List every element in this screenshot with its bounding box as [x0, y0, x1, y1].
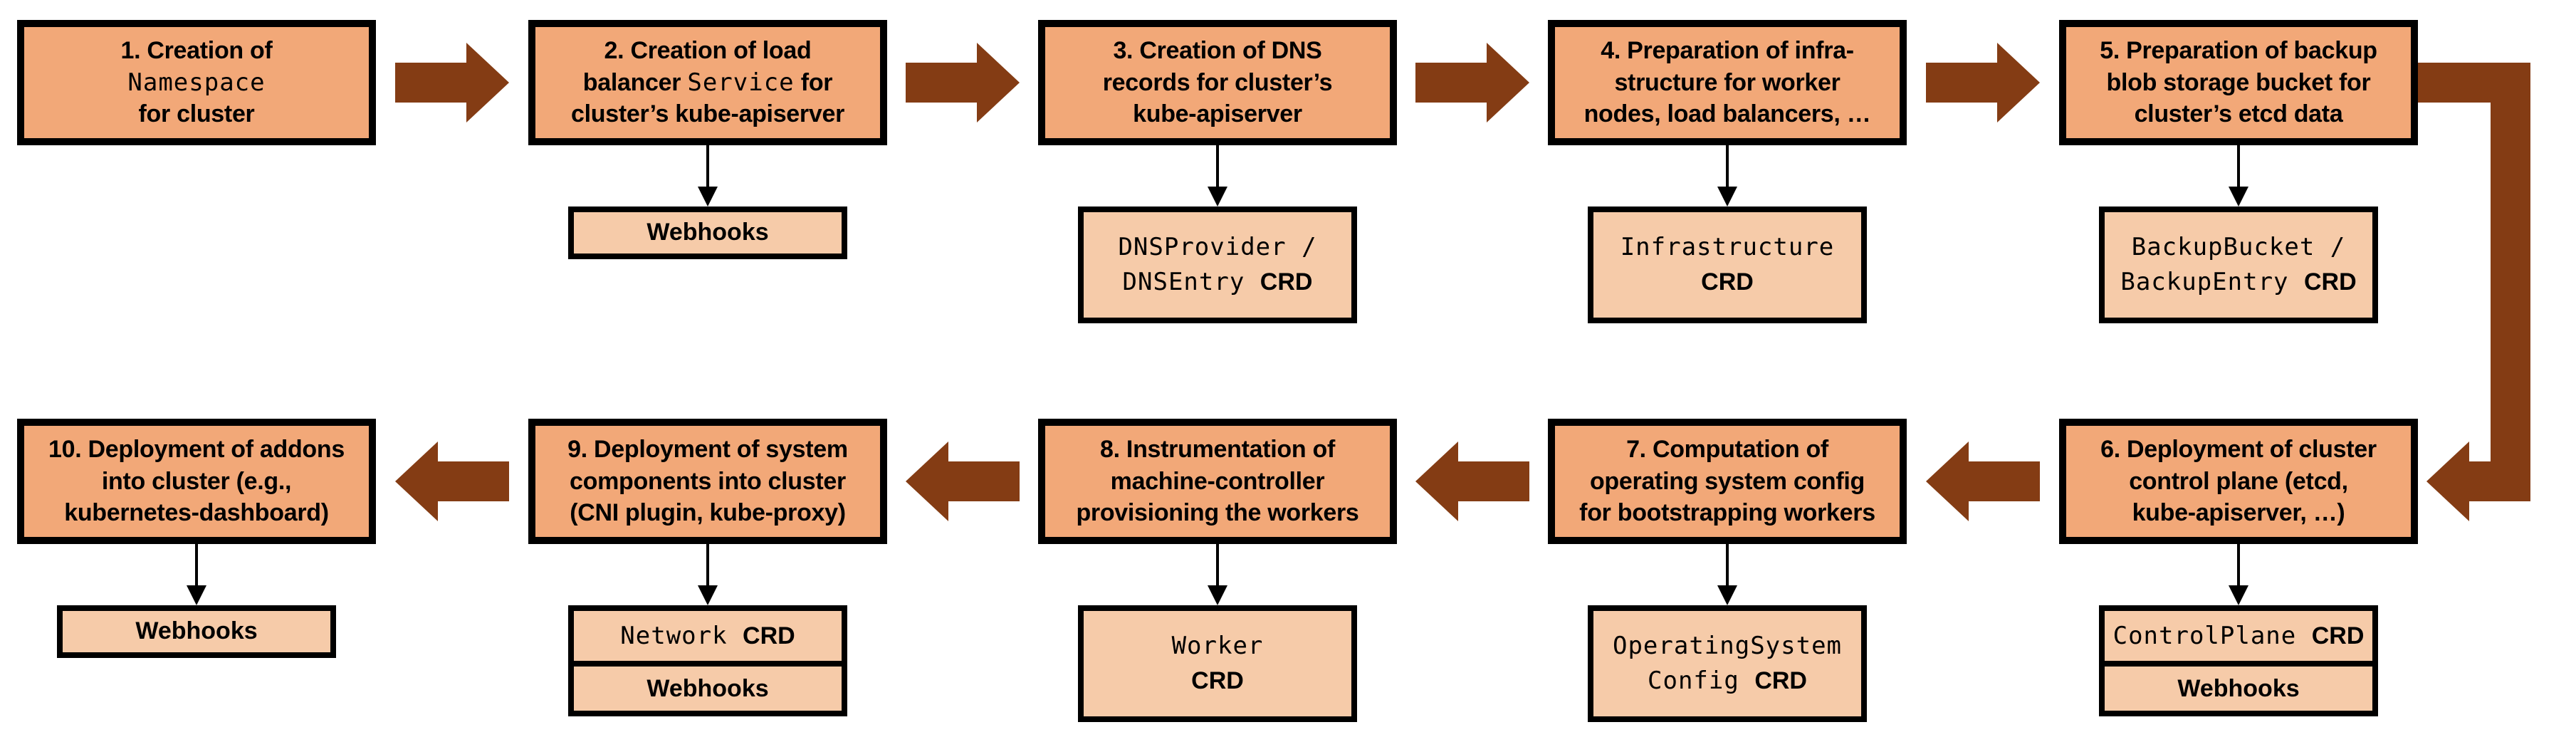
step-4-column: 4. Preparation of infra-structure for wo… — [1548, 20, 1907, 323]
down-arrow-icon — [1206, 145, 1229, 207]
step-2-webhooks-box: Webhooks — [568, 207, 847, 259]
step-6-webhooks-cell: Webhooks — [2105, 661, 2372, 711]
down-arrow-icon — [2227, 145, 2250, 207]
arrow-step9-to-step10-icon — [395, 441, 509, 521]
arrow-step1-to-step2-icon — [395, 43, 509, 122]
step-9-webhooks-cell: Webhooks — [574, 661, 842, 711]
down-arrow-icon — [696, 544, 719, 605]
step-3-crd-box: DNSProvider /DNSEntry CRD — [1078, 207, 1357, 323]
arrow-step8-to-step9-icon — [906, 441, 1020, 521]
arrow-step2-to-step3-icon — [906, 43, 1020, 122]
arrow-step6-to-step7-icon — [1926, 441, 2040, 521]
arrow-step7-to-step8-icon — [1415, 441, 1529, 521]
step-5-crd-box: BackupBucket /BackupEntry CRD — [2099, 207, 2378, 323]
step-6-sub-stack: ControlPlane CRD Webhooks — [2099, 605, 2378, 716]
arrow-step4-to-step5-icon — [1926, 43, 2040, 122]
down-arrow-icon — [1716, 544, 1739, 605]
connector-step5-to-step6-vertical — [2491, 63, 2530, 501]
down-arrow-icon — [696, 145, 719, 207]
down-arrow-icon — [185, 544, 208, 605]
arrow-step3-to-step4-icon — [1415, 43, 1529, 122]
step-9-sub-stack: Network CRD Webhooks — [568, 605, 847, 716]
connector-step5-to-step6-arrowhead-icon — [2426, 441, 2530, 521]
step-9-crd-cell: Network CRD — [620, 622, 795, 650]
down-arrow-icon — [1716, 145, 1739, 207]
down-arrow-icon — [1206, 544, 1229, 605]
step-6-crd-cell: ControlPlane CRD — [2112, 622, 2365, 650]
step-10-webhooks-box: Webhooks — [57, 605, 336, 658]
down-arrow-icon — [2227, 544, 2250, 605]
step-4-box: 4. Preparation of infra-structure for wo… — [1548, 20, 1907, 145]
